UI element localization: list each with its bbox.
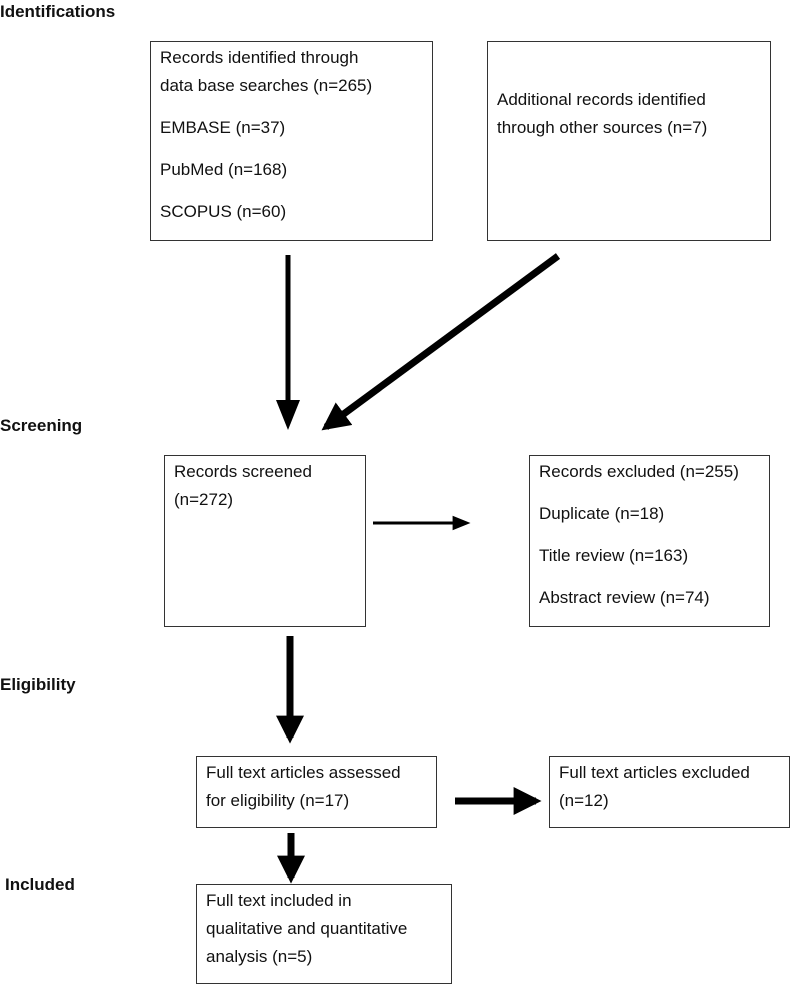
box-records-excluded: Records excluded (n=255) Duplicate (n=18… [529, 455, 770, 627]
stage-label-screening: Screening [0, 416, 83, 435]
box-records-screened: Records screened (n=272) [164, 455, 366, 627]
box-line: (n=12) [559, 791, 609, 810]
source-item-pubmed: PubMed (n=168) [160, 160, 288, 179]
box-database-records: Records identified through data base sea… [150, 41, 433, 241]
box-line: Records excluded (n=255) [539, 462, 739, 481]
arrow-other-to-screened [321, 253, 561, 431]
box-line: Records identified through [160, 48, 359, 67]
box-line: (n=272) [174, 490, 234, 509]
box-line: Full text included in [206, 891, 352, 910]
source-item-embase: EMBASE (n=37) [160, 118, 286, 137]
source-item-scopus: SCOPUS (n=60) [160, 202, 287, 221]
box-line: Full text articles excluded [559, 763, 750, 782]
box-fulltext-included: Full text included in qualitative and qu… [196, 884, 452, 984]
box-line: Full text articles assessed [206, 763, 401, 782]
exclusion-item-abstract-review: Abstract review (n=74) [539, 588, 710, 607]
box-line: for eligibility (n=17) [206, 791, 350, 810]
box-other-sources: Additional records identified through ot… [487, 41, 771, 241]
stage-label-identification: Identifications [0, 2, 116, 21]
box-line: Additional records identified [497, 90, 706, 109]
box-line: analysis (n=5) [206, 947, 313, 966]
box-line: Records screened [174, 462, 312, 481]
box-line: qualitative and quantitative [206, 919, 408, 938]
exclusion-item-duplicate: Duplicate (n=18) [539, 504, 665, 523]
stage-label-included: Included [5, 875, 75, 894]
box-line: data base searches (n=265) [160, 76, 373, 95]
box-line: through other sources (n=7) [497, 118, 708, 137]
box-fulltext-assessed: Full text articles assessed for eligibil… [196, 756, 437, 828]
box-fulltext-excluded: Full text articles excluded (n=12) [549, 756, 790, 828]
stage-label-eligibility: Eligibility [0, 675, 76, 694]
exclusion-item-title-review: Title review (n=163) [539, 546, 689, 565]
